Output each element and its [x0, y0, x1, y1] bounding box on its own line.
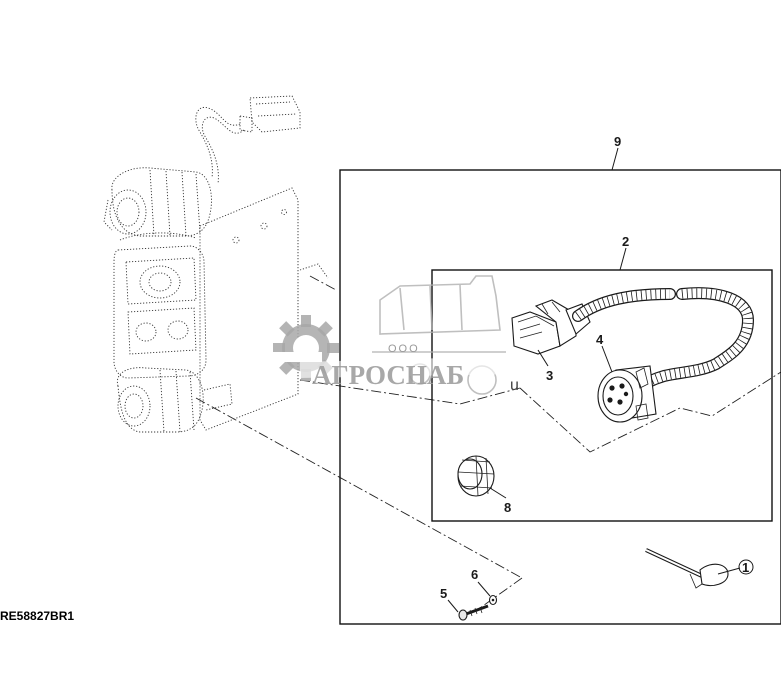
callout-2: 2: [622, 234, 629, 249]
watermark-prefix: ООО: [388, 343, 420, 355]
leader-lines: [195, 275, 781, 609]
watermark: ООО АГРОСНАБ u: [266, 275, 521, 395]
part-1-cable-tie: [645, 548, 729, 589]
callout-6: 6: [471, 567, 478, 582]
callout-5: 5: [440, 586, 447, 601]
callout-9: 9: [614, 134, 621, 149]
watermark-company-name: АГРОСНАБ: [312, 360, 464, 390]
callout-1-circle: [738, 559, 754, 575]
callout-leaders: [447, 147, 741, 613]
part-6-nut: [488, 594, 498, 606]
background-assembly: [103, 95, 329, 433]
part-3-connector: [511, 299, 591, 355]
part-8-lock-ring: [457, 455, 495, 497]
harness-kit-frame: [431, 269, 773, 522]
callout-labels: 9 2 3 4 8 1 5 6: [440, 134, 749, 601]
watermark-suffix: u: [510, 377, 521, 394]
callout-4: 4: [596, 332, 604, 347]
outer-kit-frame: [339, 169, 781, 625]
part-5-screw: [458, 604, 489, 621]
part-4-receptacle: [597, 365, 657, 423]
reference-code: RE58827BR1: [0, 609, 74, 623]
callout-3: 3: [546, 368, 553, 383]
callout-8: 8: [504, 500, 511, 515]
callout-1: 1: [742, 560, 749, 575]
harness-cable: [572, 287, 755, 398]
